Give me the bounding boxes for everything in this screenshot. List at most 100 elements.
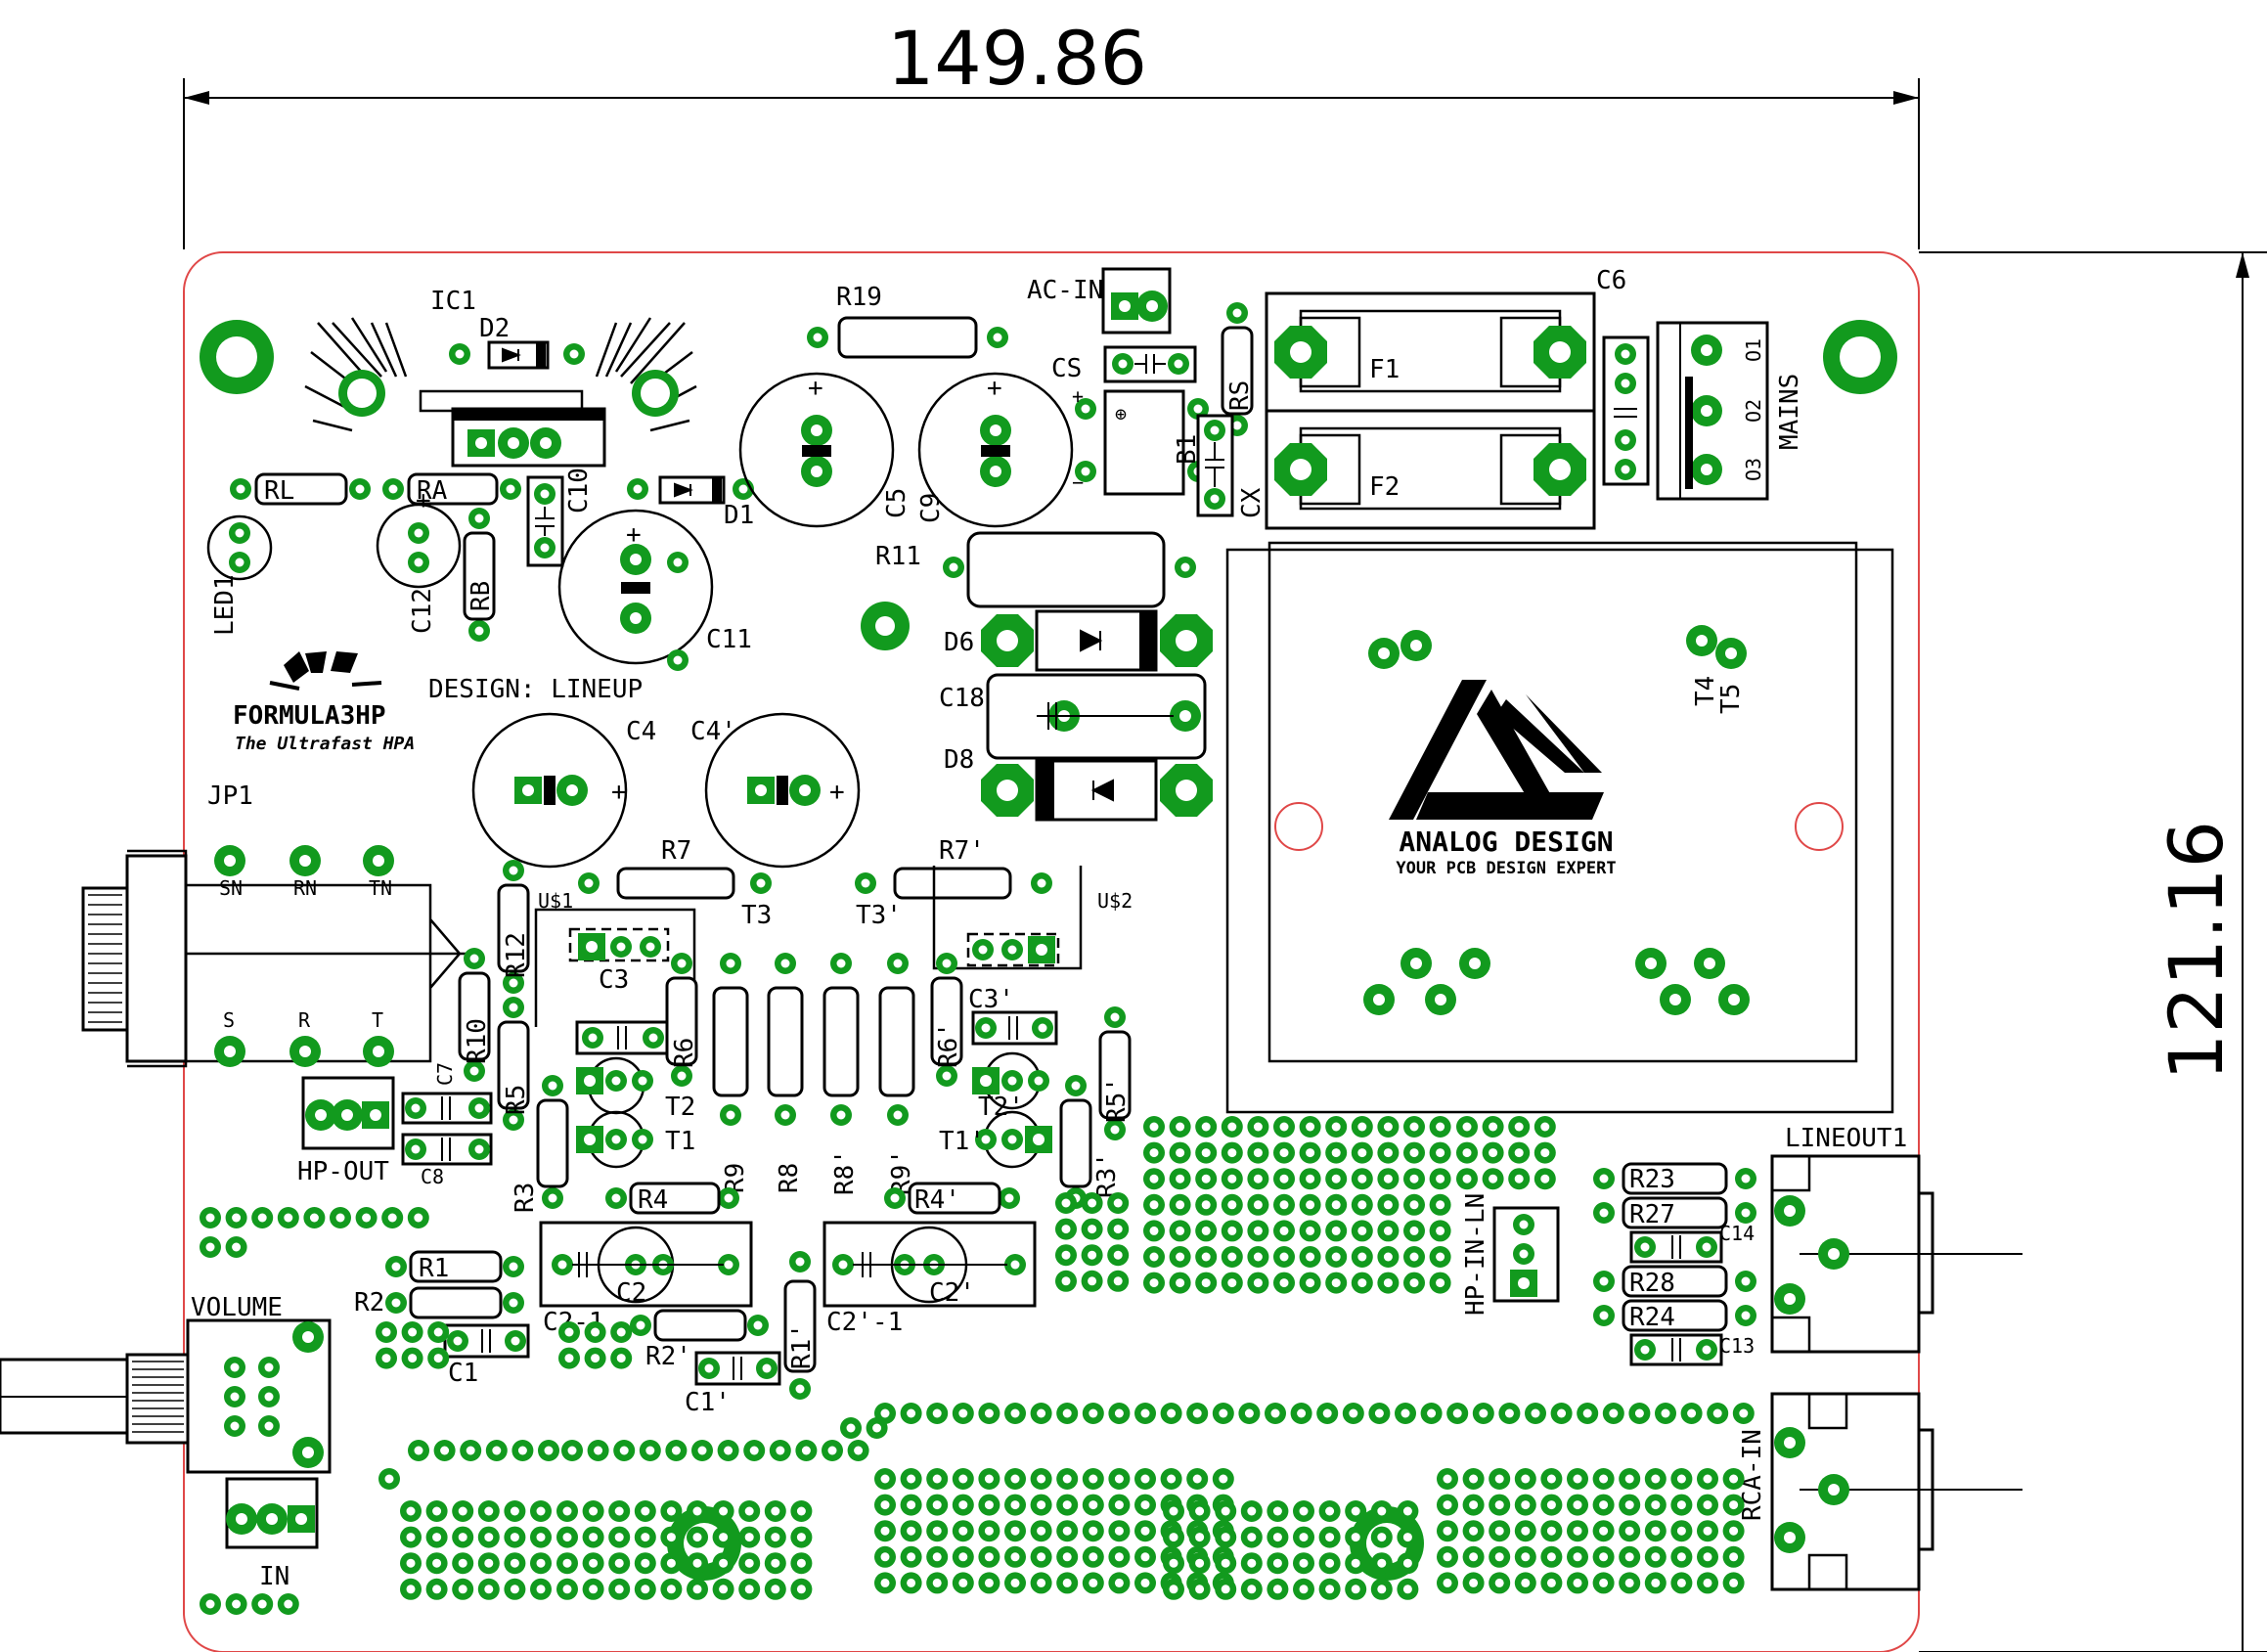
transistor-t1p: T1'	[939, 1110, 1052, 1169]
formula-logo-tagline: The Ultrafast HPA	[235, 734, 415, 754]
resistor-r5p: R5'	[1098, 1006, 1132, 1140]
connector-hp-in-ln: HP-IN-LN	[1461, 1193, 1560, 1316]
cap-c11: + C11	[557, 509, 752, 671]
led1-label: LED1	[210, 574, 240, 636]
r23-label: R23	[1629, 1165, 1675, 1194]
hp-out-label: HP-OUT	[297, 1157, 389, 1186]
analog-logo-tagline: YOUR PCB DESIGN EXPERT	[1396, 859, 1616, 878]
c5-label: C5	[882, 488, 911, 518]
c18-label: C18	[939, 684, 985, 713]
resistor-rb: RB	[463, 508, 496, 642]
rs-label: RS	[1225, 380, 1255, 411]
c8-label: C8	[421, 1165, 444, 1188]
jack-lineout1: LINEOUT1	[1770, 1124, 2023, 1354]
r4-label: R4	[638, 1185, 668, 1215]
c4-label: C4	[626, 717, 656, 746]
cap-c10: C10	[526, 468, 594, 567]
c2p-label: C2'	[929, 1278, 975, 1308]
r6p-label: R6'	[934, 1022, 963, 1068]
jack-jp1: SN RN TN S R T JP1	[81, 781, 469, 1068]
svg-text:+: +	[829, 778, 845, 807]
heatsink: IC1	[304, 287, 697, 468]
led-led1: LED1	[206, 514, 273, 636]
t3-label: T3	[741, 901, 772, 930]
svg-text:+: +	[626, 520, 642, 550]
c12-label: C12	[408, 588, 437, 634]
resistor-r7: R7 T3	[578, 836, 772, 930]
cap-c4: + C4	[471, 712, 656, 869]
r3-label: R3	[511, 1183, 540, 1213]
resistor-ra: RA	[382, 472, 521, 506]
connector-ac-in: AC-IN	[1027, 267, 1172, 335]
lineout1-label: LINEOUT1	[1785, 1124, 1907, 1153]
tn-label: TN	[369, 876, 392, 900]
cap-c1: C1	[443, 1323, 530, 1388]
resistor-rl: RL	[230, 472, 371, 506]
t2-label: T2	[665, 1093, 695, 1122]
resistor-r24: R24	[1593, 1299, 1756, 1332]
d8-label: D8	[944, 745, 974, 775]
mains-pin2: O2	[1742, 399, 1765, 423]
rb-label: RB	[467, 581, 496, 611]
t1-label: T1	[665, 1127, 695, 1156]
diode-d2: D2	[449, 314, 585, 370]
resistor-r6p: R6'	[930, 953, 963, 1087]
us1-label: U$1	[538, 889, 573, 913]
design-credit: DESIGN: LINEUP	[428, 675, 643, 704]
potentiometer-volume: VOLUME	[0, 1293, 332, 1474]
cap-c13: C13	[1629, 1333, 1755, 1366]
c13-label: C13	[1719, 1334, 1755, 1358]
cap-c14: C14	[1629, 1222, 1755, 1264]
c4p-label: C4'	[690, 717, 736, 746]
d1-label: D1	[724, 501, 754, 530]
r19-label: R19	[836, 283, 882, 312]
svg-text:+: +	[416, 486, 431, 515]
resistor-r8p: R8'	[822, 953, 860, 1195]
resistor-r2p: R2'	[630, 1309, 769, 1371]
ic-us2: U$2 C3'	[932, 866, 1133, 1014]
r5p-label: R5'	[1102, 1077, 1132, 1123]
c6-label: C6	[1596, 266, 1626, 295]
cap-cs: CS	[1051, 345, 1197, 383]
r5-label: R5	[502, 1085, 531, 1115]
c2-label: C2	[616, 1278, 646, 1308]
svg-text:−: −	[1072, 470, 1084, 494]
resistor-r2: R2	[354, 1286, 524, 1319]
fuse-f1: F1	[1265, 291, 1596, 413]
cx-label: CX	[1237, 487, 1267, 518]
c1p-label: C1'	[685, 1388, 731, 1417]
d6-label: D6	[944, 628, 974, 657]
bridge-b1: ⊕ + − B1	[1072, 384, 1209, 496]
cap-c6: C6	[1596, 266, 1650, 486]
t4-label: T4	[1691, 676, 1720, 706]
transistor-t2p: T2'	[972, 1051, 1049, 1122]
connector-mains: O1 O2 O3 MAINS	[1656, 321, 1804, 501]
r2-label: R2	[354, 1288, 384, 1317]
dimension-width: 149.86	[183, 15, 1920, 249]
resistor-r10: R10	[458, 948, 492, 1082]
analog-logo: ANALOG DESIGN YOUR PCB DESIGN EXPERT	[1389, 680, 1617, 878]
t1p-label: T1'	[939, 1127, 985, 1156]
diode-d6: D6	[944, 609, 1213, 672]
us2-label: U$2	[1097, 889, 1133, 913]
fuse-f2: F2	[1265, 409, 1596, 530]
width-dimension: 149.86	[887, 15, 1147, 102]
resistor-r23: R23	[1593, 1162, 1756, 1195]
resistor-r5: R5	[497, 997, 531, 1131]
cap-cx: CX	[1196, 414, 1267, 518]
svg-text:+: +	[808, 374, 823, 403]
cap-c7: C7	[401, 1062, 493, 1125]
resistor-rs: RS	[1221, 302, 1255, 436]
f1-label: F1	[1369, 355, 1400, 384]
r27-label: R27	[1629, 1200, 1675, 1229]
cap-c18: C18	[939, 673, 1207, 760]
resistor-r7p: R7' T3'	[855, 836, 1052, 930]
resistor-r1: R1	[385, 1250, 524, 1283]
resistor-r1p: R1'	[783, 1251, 817, 1400]
resistor-r4p: R4'	[884, 1182, 1020, 1215]
r8-label: R8	[775, 1163, 804, 1193]
r-label: R	[298, 1008, 311, 1032]
r6-label: R6	[670, 1038, 699, 1068]
r4p-label: R4'	[914, 1185, 960, 1215]
ic-us1: U$1 C3	[534, 889, 696, 1027]
